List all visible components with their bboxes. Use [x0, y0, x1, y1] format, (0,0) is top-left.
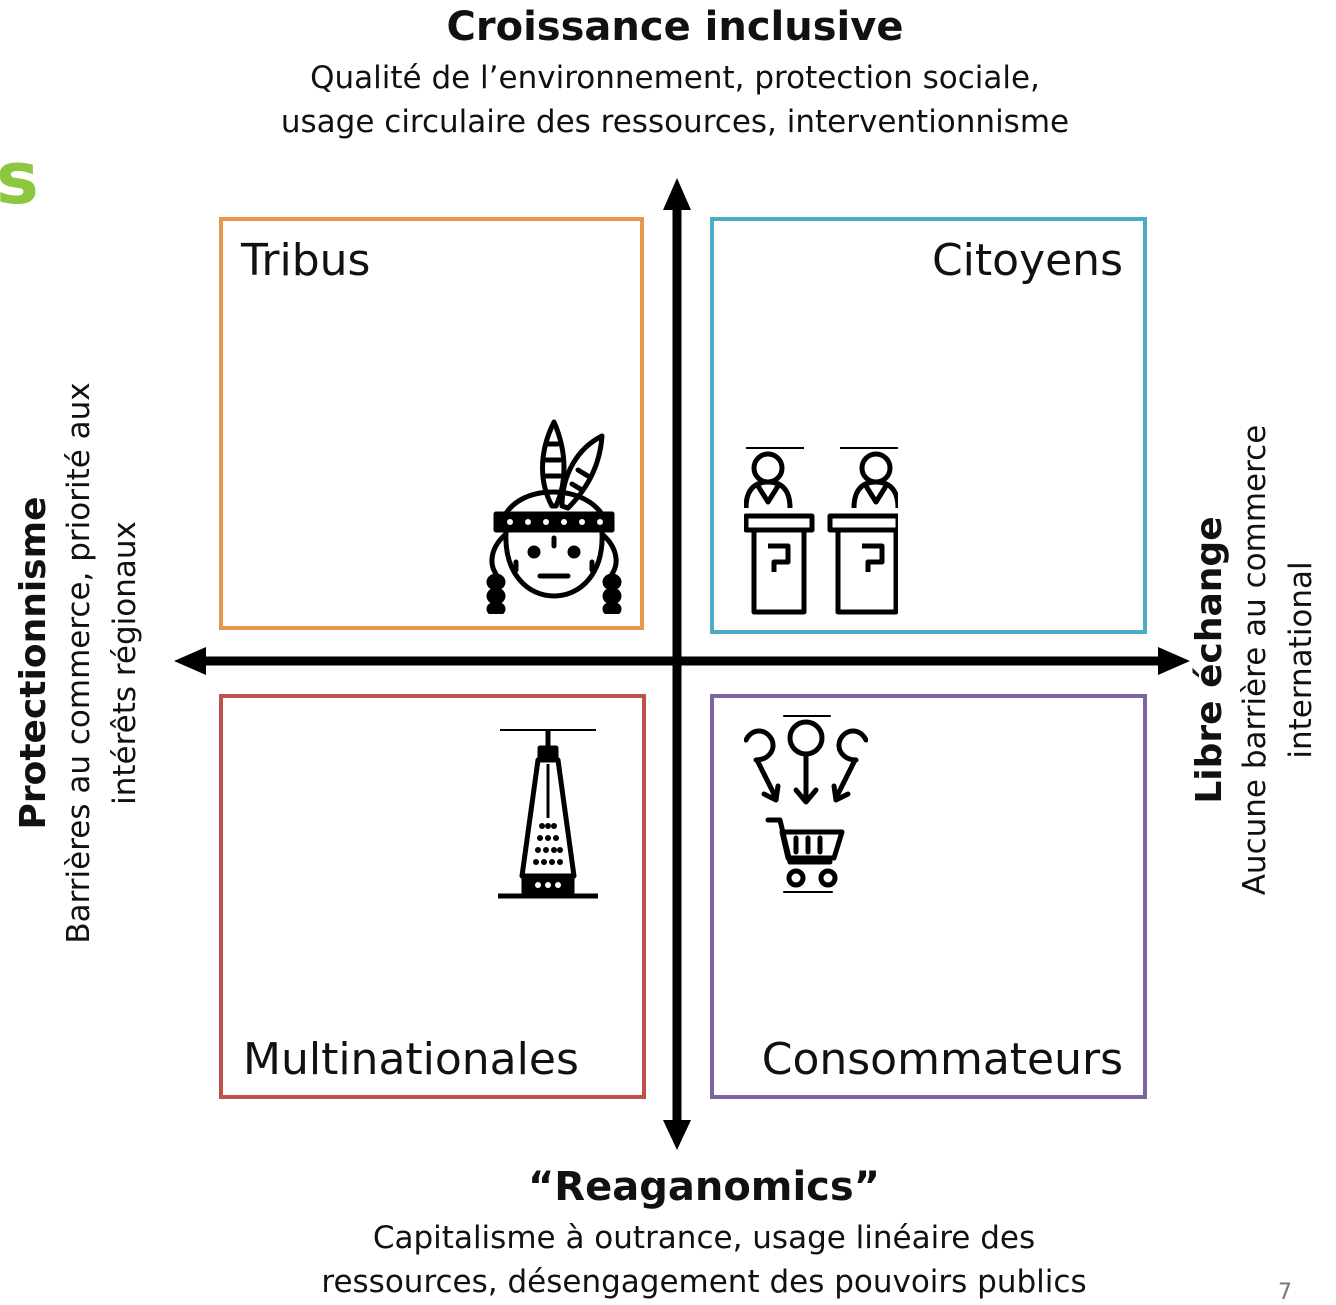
cropped-heading-letter: s — [0, 136, 39, 220]
arrow-left — [174, 647, 206, 675]
top-axis-description: Qualité de l’environnement, protection s… — [0, 56, 1336, 144]
top-axis-title: Croissance inclusive — [446, 4, 904, 50]
top-axis-line-2: usage circulaire des ressources, interve… — [280, 104, 1070, 140]
native-headdress-icon — [486, 419, 622, 614]
quadrant-top-left: Tribus — [219, 217, 644, 630]
quadrant-label-citoyens: Citoyens — [931, 235, 1123, 286]
bottom-axis-line-2: ressources, désengagement des pouvoirs p… — [321, 1264, 1087, 1300]
quadrant-label-multinationales: Multinationales — [243, 1034, 579, 1085]
arrow-up — [663, 178, 691, 210]
skyscraper-icon — [498, 729, 598, 899]
podium-speakers-icon — [744, 447, 898, 615]
quadrant-label-consommateurs: Consommateurs — [761, 1034, 1123, 1085]
page-number: 7 — [1278, 1280, 1292, 1305]
quadrant-top-right: Citoyens — [710, 217, 1147, 634]
top-axis-line-1: Qualité de l’environnement, protection s… — [310, 60, 1040, 96]
quadrant-bottom-left: Multinationales — [219, 694, 646, 1099]
bottom-axis-description: Capitalisme à outrance, usage linéaire d… — [0, 1216, 1336, 1304]
arrow-down — [663, 1120, 691, 1150]
arrow-right — [1158, 647, 1190, 675]
shopping-cart-icon — [744, 715, 868, 893]
quadrant-label-tribus: Tribus — [241, 235, 371, 286]
bottom-axis-title: “Reaganomics” — [528, 1164, 880, 1210]
quadrant-bottom-right: Consommateurs — [710, 694, 1147, 1099]
bottom-axis-line-1: Capitalisme à outrance, usage linéaire d… — [372, 1220, 1036, 1256]
